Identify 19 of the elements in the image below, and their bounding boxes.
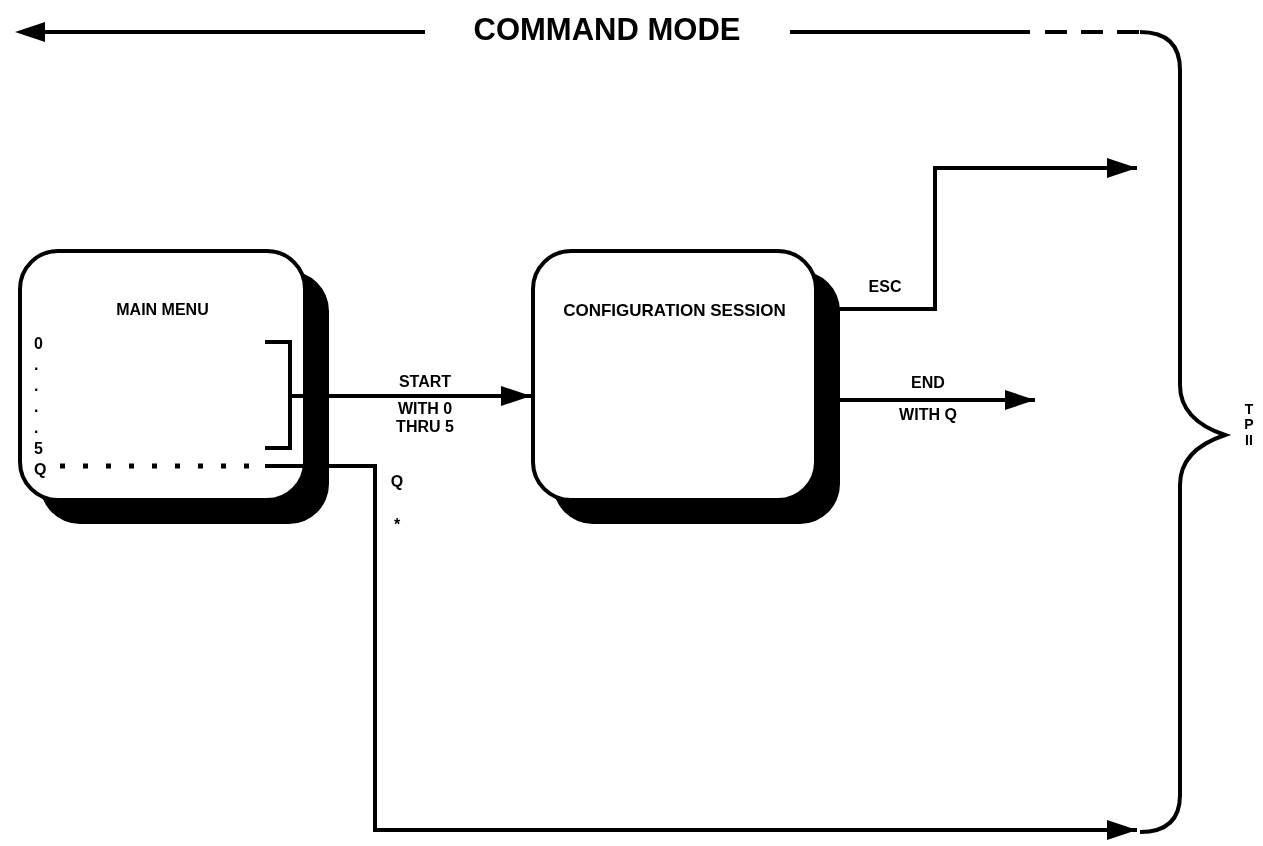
mode-title: COMMAND MODE xyxy=(473,12,741,48)
menu-option: 0 xyxy=(34,333,43,354)
edge-label: ESC xyxy=(868,278,902,296)
menu-option: . xyxy=(34,354,39,375)
box-title: CONFIGURATION SESSION xyxy=(562,301,787,321)
edge-label: Q xyxy=(390,473,404,491)
edge-label: END xyxy=(911,374,945,392)
menu-option: . xyxy=(34,396,39,417)
menu-option: Q xyxy=(34,459,47,480)
menu-option: 5 xyxy=(34,438,43,459)
box-title: MAIN MENU xyxy=(115,301,210,319)
curly-brace xyxy=(1137,30,1229,834)
edge-label: START xyxy=(398,373,452,391)
menu-option: . xyxy=(34,417,39,438)
asterisk-note: * xyxy=(393,516,401,534)
menu-option: . xyxy=(34,375,39,396)
condition-text: WITH 0 THRU 5 xyxy=(395,400,455,436)
condition-text: WITH Q xyxy=(899,406,957,424)
side-text: T P II xyxy=(1243,402,1255,449)
